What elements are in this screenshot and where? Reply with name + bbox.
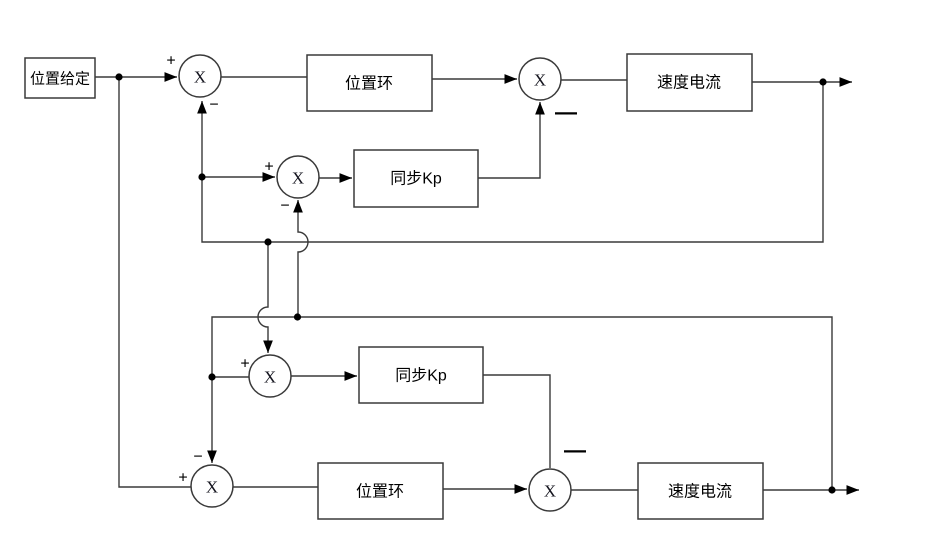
block-sync-kp-bottom-box	[358, 346, 484, 404]
tap-dot-bottom-output	[828, 486, 836, 494]
sign-sum4-minus: −	[193, 449, 202, 466]
summing-junction-top-main-symbol: X	[194, 68, 206, 87]
block-position-setpoint-label: 位置给定	[30, 71, 90, 88]
block-sync-kp-top: 同步Kp	[353, 149, 479, 208]
connector-top-feedback-cross-down	[257, 242, 273, 353]
block-speed-current-bottom-label: 速度电流	[668, 483, 732, 501]
block-sync-kp-top-box	[353, 149, 479, 208]
sign-sum2-minus: —	[555, 100, 577, 125]
connector-bottom-feedback-cross-up	[293, 200, 309, 317]
connector-bottom-feedback	[207, 316, 833, 490]
sign-sync-bottom-plus: +	[240, 356, 249, 373]
tap-dot-bottom-feedback	[208, 373, 216, 381]
tap-dot-setpoint	[115, 73, 123, 81]
junction-dots	[115, 73, 836, 494]
block-sync-kp-top-label: 同步Kp	[390, 170, 442, 188]
summing-junction-top-secondary-symbol: X	[534, 71, 546, 90]
connector-setpoint-branch-to-sum4	[118, 77, 191, 488]
tap-dot-cross-down	[264, 238, 272, 246]
summing-junction-top-secondary-circle	[518, 57, 562, 101]
summing-junction-bottom-main: X	[190, 464, 234, 508]
block-position-loop-top: 位置环	[306, 54, 433, 112]
block-speed-current-bottom: 速度电流	[637, 462, 764, 520]
block-position-setpoint-box	[24, 57, 96, 99]
sign-sum1-minus: −	[209, 97, 218, 114]
block-position-loop-bottom-box	[317, 462, 444, 520]
summing-junction-bottom-secondary-circle	[528, 468, 572, 512]
block-position-setpoint: 位置给定	[24, 57, 96, 99]
summing-junction-bottom-main-symbol: X	[206, 478, 218, 497]
junction-signs: + − — + − + + − —	[166, 53, 586, 487]
block-speed-current-top-box	[626, 53, 753, 112]
summing-junction-top-main: X	[178, 54, 222, 98]
summing-junction-sync-bottom: X	[248, 354, 292, 398]
summing-junction-top-secondary: X	[518, 57, 562, 101]
sign-sum1-plus: +	[166, 53, 175, 70]
summing-junction-bottom-main-circle	[190, 464, 234, 508]
tap-dot-top-feedback	[198, 173, 206, 181]
summing-junctions: X X X X X X	[178, 54, 572, 512]
tap-dot-cross-up	[293, 313, 302, 321]
connector-top-feedback	[197, 82, 824, 243]
sign-sum4-plus: +	[178, 470, 187, 487]
summing-junction-sync-bottom-symbol: X	[264, 368, 276, 387]
summing-junction-bottom-secondary-symbol: X	[544, 482, 556, 501]
tap-dot-top-output	[819, 78, 827, 86]
block-position-loop-bottom-label: 位置环	[356, 483, 404, 501]
summing-junction-sync-top-circle	[276, 155, 320, 199]
sign-sum5-minus: —	[564, 438, 586, 463]
sign-sum3-plus: +	[264, 159, 273, 176]
block-position-loop-top-box	[306, 54, 433, 112]
block-position-loop-bottom: 位置环	[317, 462, 444, 520]
block-speed-current-top: 速度电流	[626, 53, 753, 112]
connector-sync-kp-top-to-sum2	[478, 102, 545, 179]
block-position-loop-top-label: 位置环	[345, 75, 393, 93]
connector-sync-kp-bottom-to-sum5	[483, 374, 551, 468]
block-sync-kp-bottom-label: 同步Kp	[395, 367, 447, 385]
summing-junction-top-main-circle	[178, 54, 222, 98]
block-speed-current-top-label: 速度电流	[657, 74, 721, 92]
blocks: 位置给定 位置环 同步Kp 速度电流 同步Kp 位置环 速度电流	[24, 53, 764, 520]
block-speed-current-bottom-box	[637, 462, 764, 520]
summing-junction-sync-bottom-circle	[248, 354, 292, 398]
sign-sum3-minus: −	[280, 198, 289, 215]
summing-junction-sync-top-symbol: X	[292, 169, 304, 188]
summing-junction-sync-top: X	[276, 155, 320, 199]
wires	[95, 72, 859, 495]
summing-junction-bottom-secondary: X	[528, 468, 572, 512]
block-sync-kp-bottom: 同步Kp	[358, 346, 484, 404]
